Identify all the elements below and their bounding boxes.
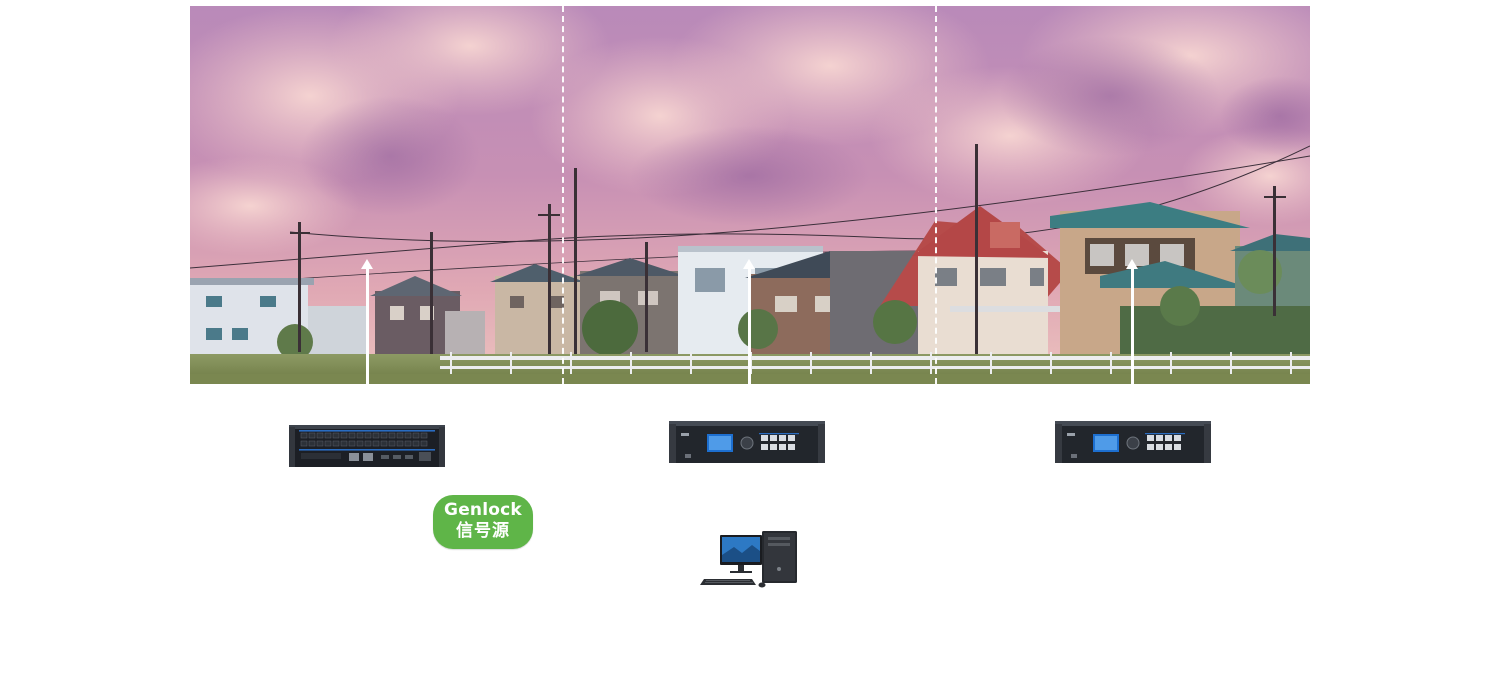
- arrow-head-icon: [361, 259, 373, 269]
- genlock-source-badge: Genlock 信号源: [433, 495, 533, 549]
- signal-source-label: 信号源: [456, 521, 510, 541]
- video-processor-center: [669, 421, 825, 463]
- desktop-computer-icon: [700, 531, 797, 588]
- signal-arrow-center: [743, 259, 755, 384]
- arrow-head-icon: [1126, 259, 1138, 269]
- segment-divider-1: [562, 6, 564, 384]
- signal-arrow-right: [1126, 259, 1138, 384]
- genlock-sync-unit: [289, 421, 445, 467]
- arrow-head-icon: [743, 259, 755, 269]
- video-processor-right: [1055, 421, 1211, 463]
- signal-arrow-left: [361, 259, 373, 384]
- video-processor-icon: [1055, 421, 1211, 463]
- segment-divider-2: [935, 6, 937, 384]
- distribution-unit-icon: [289, 425, 445, 467]
- video-processor-icon: [669, 421, 825, 463]
- control-pc: [700, 529, 800, 589]
- genlock-label: Genlock: [444, 500, 522, 520]
